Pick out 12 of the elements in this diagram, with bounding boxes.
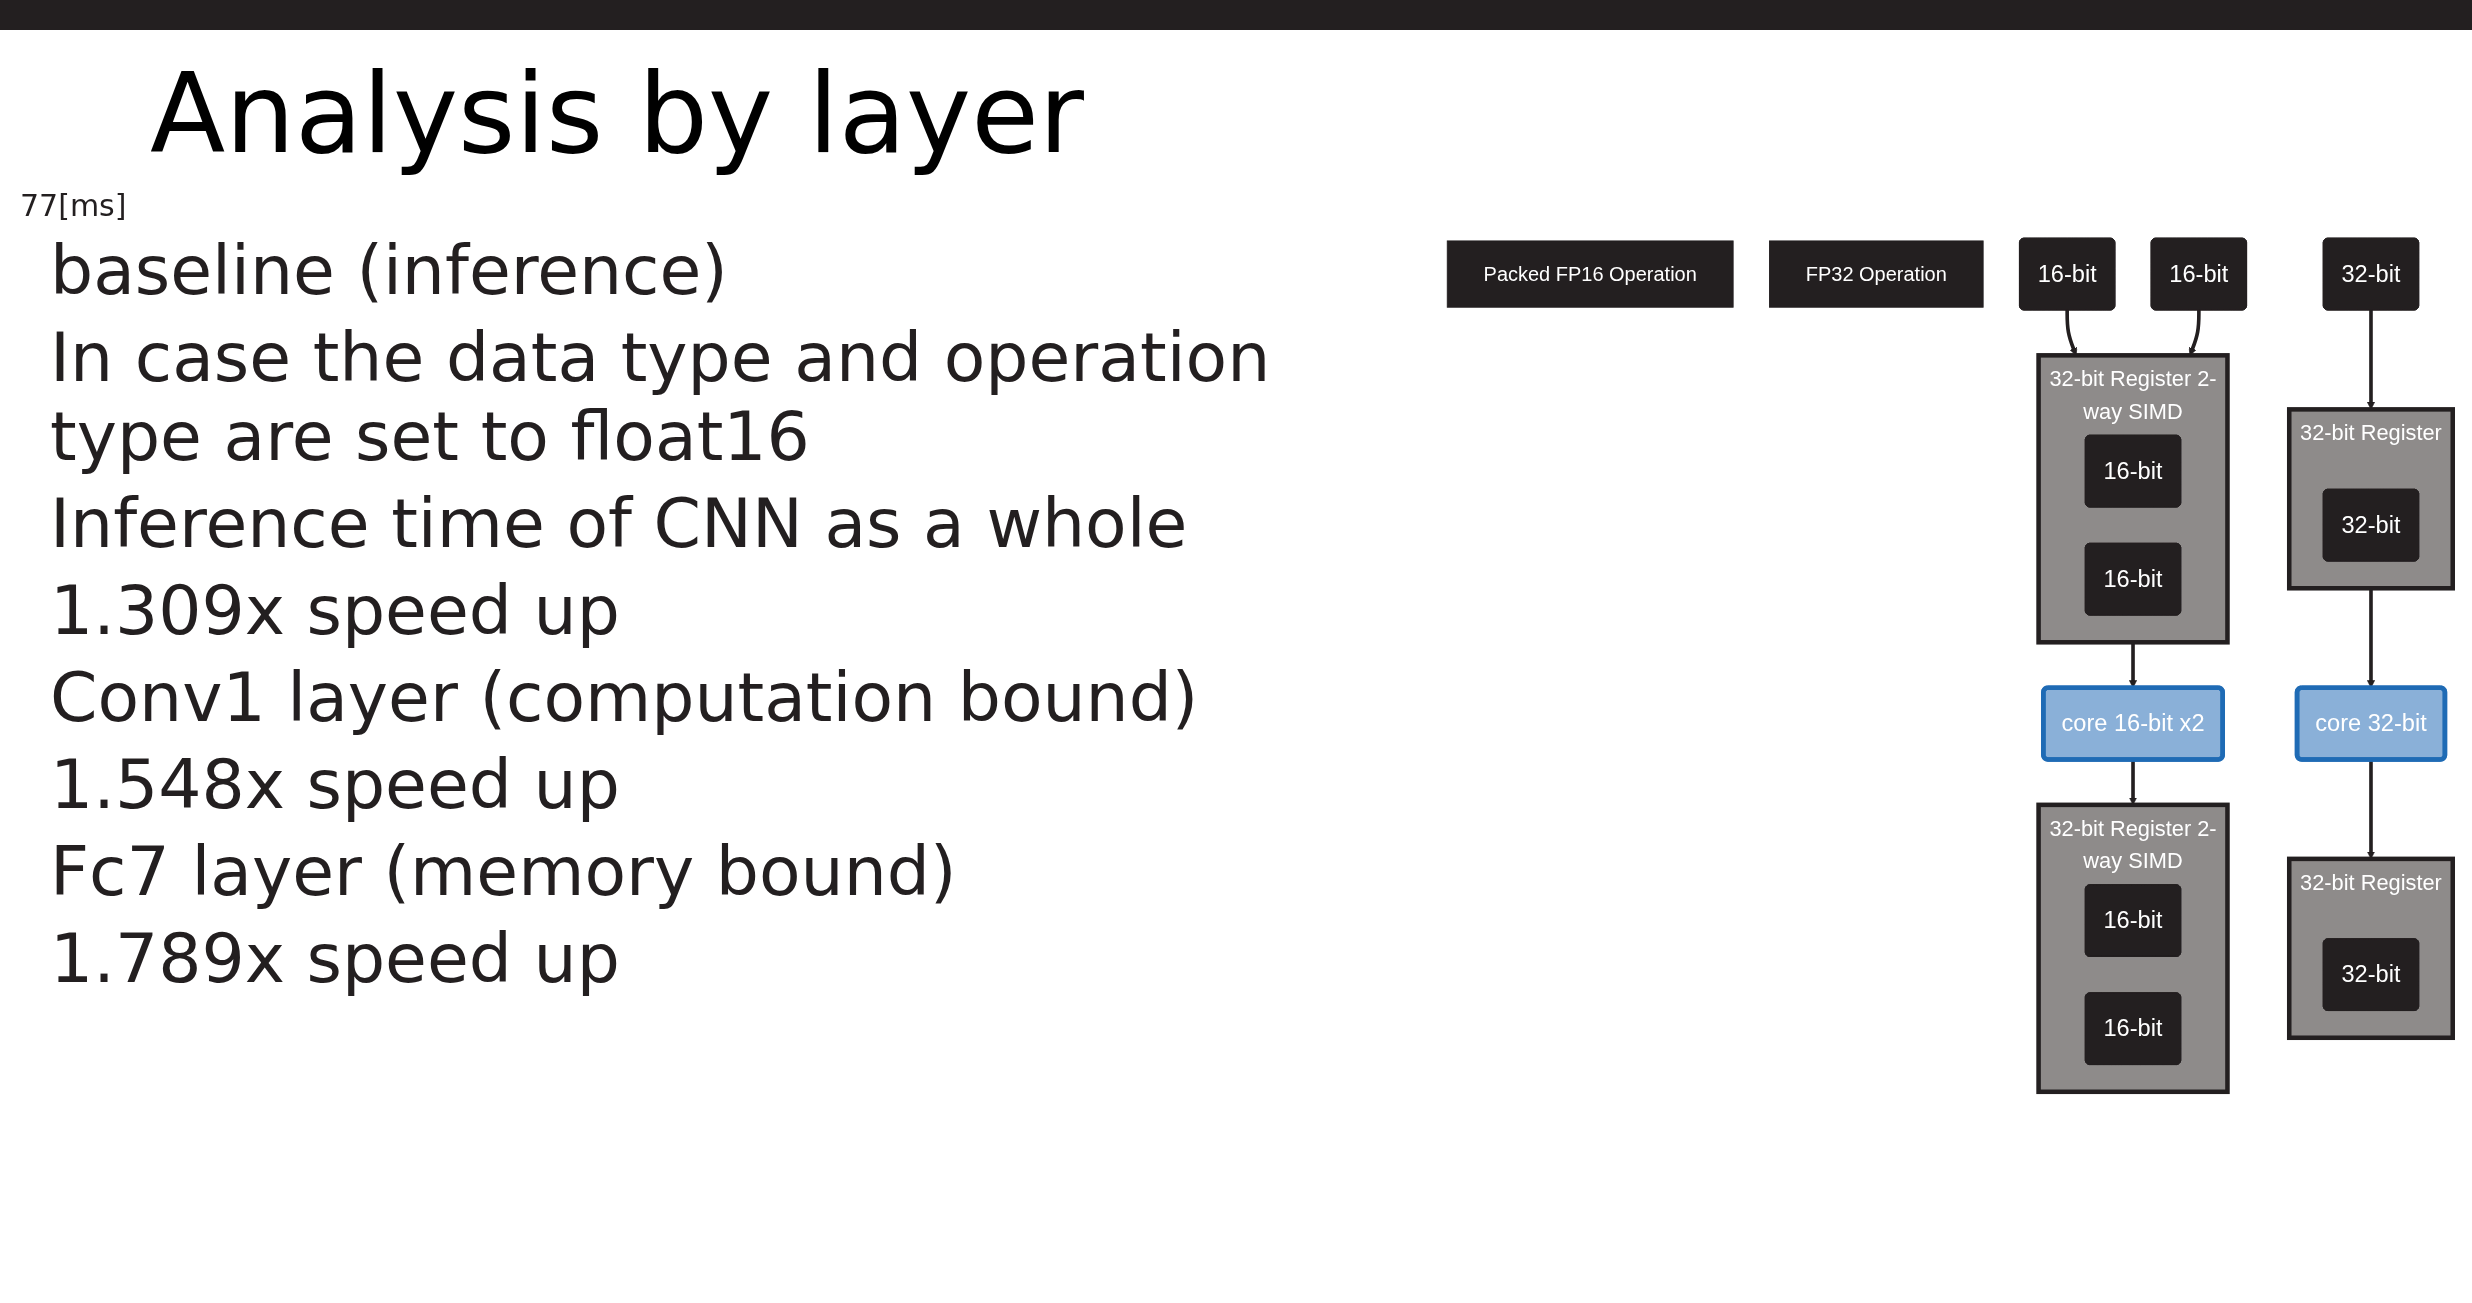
bullet-text: Fc7 layer (memory bound) — [50, 832, 958, 911]
bullet-text: 1.789x speed up — [50, 919, 621, 998]
bullet-text: 1.548x speed up — [50, 745, 621, 824]
node-box: FP32 Operation — [1769, 240, 1984, 308]
bullet-text: In case the data type and operation type are set to float16 — [50, 318, 1272, 476]
node-box: Packed FP16 Operation — [1446, 240, 1734, 308]
bullet-text: 1.309x speed up — [50, 571, 621, 650]
axis-unit-label: 77[ms] — [20, 188, 128, 223]
bullet-text: Conv1 layer (computation bound) — [50, 658, 1200, 737]
bullet-text: baseline (inference) — [50, 231, 729, 310]
bullet-text: Inference time of CNN as a whole — [50, 484, 1189, 563]
slide-title: Analysis by layer — [150, 50, 1086, 178]
